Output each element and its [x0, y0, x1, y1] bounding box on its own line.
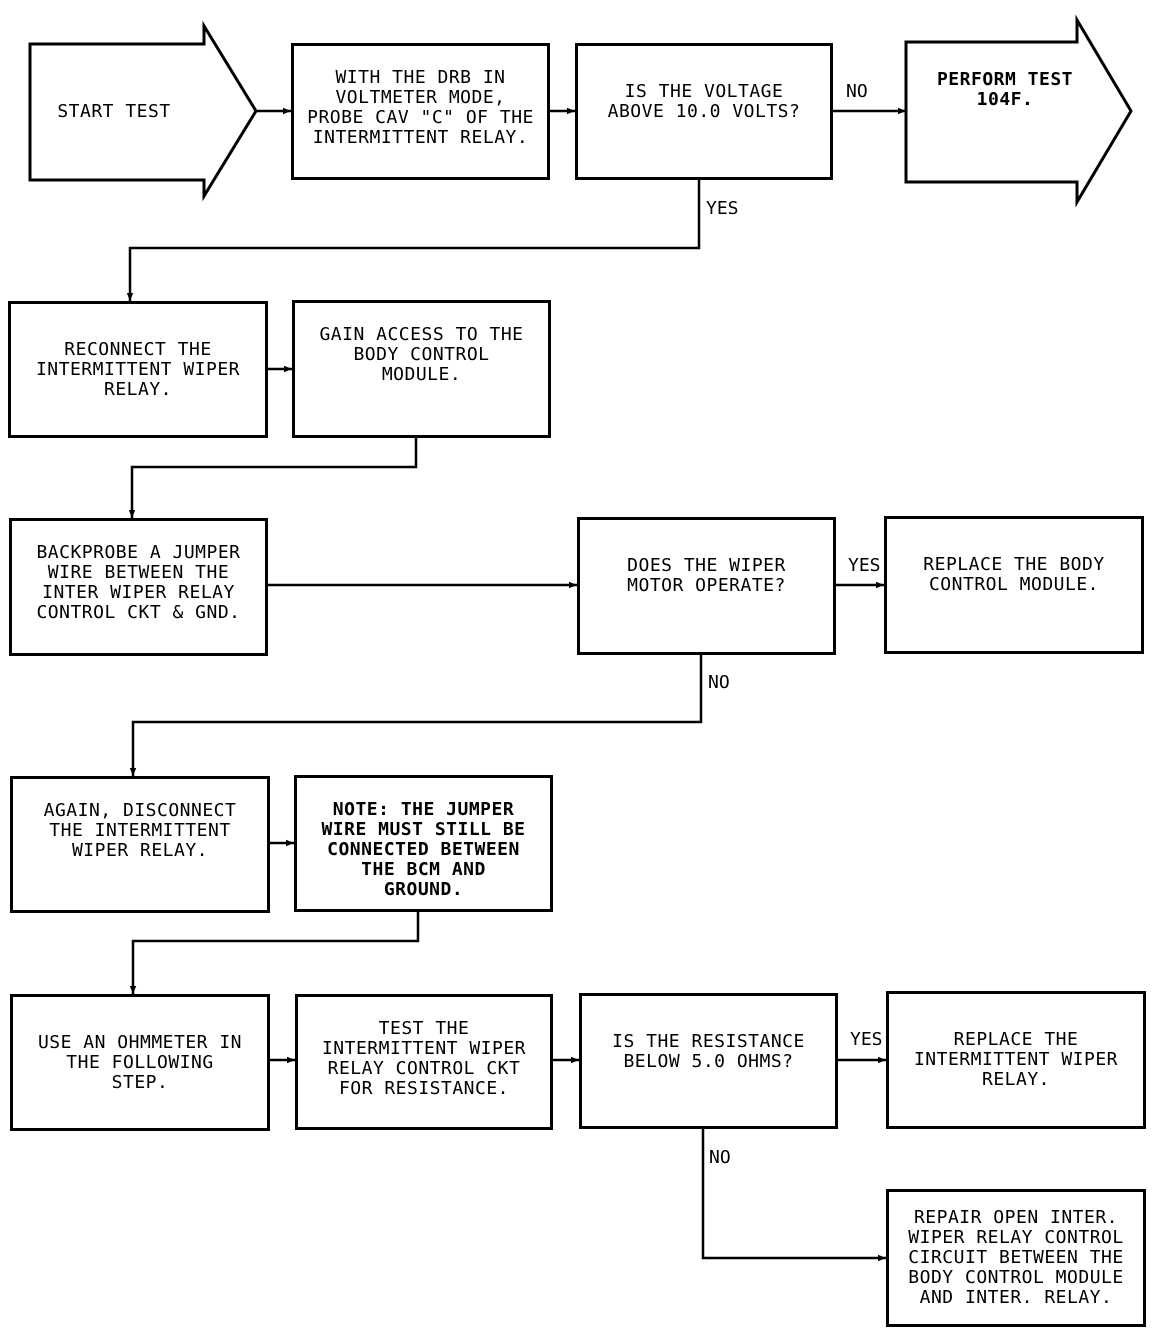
step-text-line: IS THE VOLTAGE — [624, 81, 784, 102]
step-text-line: BELOW 5.0 OHMS? — [623, 1051, 794, 1072]
wiper-yes-label: YES — [848, 555, 881, 576]
step-text-line: WIPER RELAY. — [71, 840, 209, 861]
perform-test-arrow-shape — [904, 14, 1133, 208]
step-text-line: CIRCUIT BETWEEN THE — [908, 1247, 1124, 1268]
step-text-line: INTERMITTENT RELAY. — [312, 127, 529, 148]
wiper-no-label: NO — [708, 672, 730, 693]
step-text-line: RELAY. — [981, 1069, 1051, 1090]
connector-wiper-no — [129, 654, 703, 776]
step-text-line: RELAY CONTROL CKT — [327, 1058, 521, 1079]
step-text-line: INTERMITTENT WIPER — [913, 1049, 1119, 1070]
step-text-line: INTERMITTENT WIPER — [321, 1038, 527, 1059]
step-text-line: START TEST — [57, 101, 171, 122]
step-text-line: ABOVE 10.0 VOLTS? — [607, 101, 801, 122]
step-text-line: BACKPROBE A JUMPER — [36, 542, 241, 563]
step-text-line: MOTOR OPERATE? — [627, 575, 786, 596]
step-text-line: BODY CONTROL — [353, 344, 490, 365]
step-text-line: CONTROL CKT & GND. — [36, 602, 241, 623]
step-text-line: NOTE: THE JUMPER — [332, 799, 515, 820]
step-text-line: THE FOLLOWING — [66, 1052, 214, 1073]
step-text-line: INTERMITTENT WIPER — [35, 358, 241, 380]
step-text-line: INTER WIPER RELAY — [42, 582, 235, 603]
step-text-line: WIRE BETWEEN THE — [47, 562, 230, 583]
resistance-no-label: NO — [709, 1147, 731, 1168]
step-text-line: CONNECTED BETWEEN — [327, 839, 520, 860]
step-text-line: GAIN ACCESS TO THE — [319, 324, 524, 345]
step-text-line: REPAIR OPEN INTER. — [913, 1207, 1119, 1228]
step-text-line: RELAY. — [103, 378, 173, 400]
connector-note-to-ohmmeter — [129, 911, 420, 994]
step-text-line: AND INTER. RELAY. — [919, 1287, 1113, 1308]
step-text-line: AGAIN, DISCONNECT — [43, 800, 237, 821]
step-text-line: IS THE RESISTANCE — [612, 1031, 805, 1052]
step-text-line: BODY CONTROL MODULE — [908, 1267, 1124, 1288]
step-text-line: DOES THE WIPER — [627, 555, 786, 576]
step-text-line: WIPER RELAY CONTROL — [908, 1227, 1124, 1248]
step-text-line: THE INTERMITTENT — [49, 820, 231, 841]
step-text-line: REPLACE THE BODY — [923, 554, 1105, 575]
step-text-line: STEP. — [111, 1072, 169, 1093]
start-arrow-shape — [28, 20, 258, 202]
step-text-line: TEST THE — [378, 1018, 470, 1039]
step-text-line: WITH THE DRB IN — [335, 67, 506, 88]
voltage-no-label: NO — [846, 81, 868, 102]
step-text-line: PROBE CAV "C" OF THE — [307, 107, 534, 128]
step-text-line: FOR RESISTANCE. — [338, 1078, 510, 1099]
start-test-step: START TEST — [34, 44, 194, 180]
step-text-line: THE BCM AND — [361, 859, 486, 880]
step-text-line: PERFORM TEST — [936, 69, 1074, 90]
step-text-line: VOLTMETER MODE, — [335, 87, 506, 108]
step-text-line: RECONNECT THE — [64, 338, 212, 360]
step-text-line: 104F. — [976, 89, 1034, 110]
voltage-yes-label: YES — [706, 198, 739, 219]
resistance-yes-label: YES — [850, 1029, 883, 1050]
step-text-line: USE AN OHMMETER IN — [37, 1032, 243, 1053]
step-text-line: CONTROL MODULE. — [928, 574, 1100, 595]
step-text-line: GROUND. — [383, 879, 464, 900]
step-text-line: MODULE. — [381, 364, 462, 385]
connector-gain-to-backprobe — [128, 437, 418, 518]
step-text-line: REPLACE THE — [953, 1029, 1079, 1050]
step-text-line: WIRE MUST STILL BE — [321, 819, 526, 840]
connector-voltage-yes — [126, 180, 701, 301]
connector-resistance-no — [701, 1128, 886, 1262]
